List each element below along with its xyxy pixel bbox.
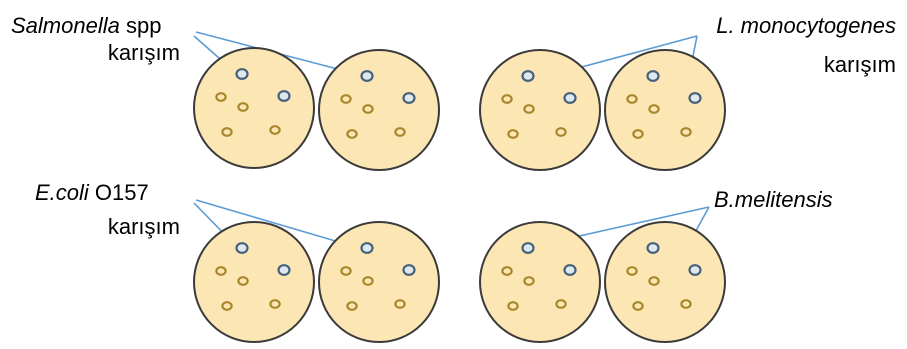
colony-yellow <box>269 299 281 309</box>
petri-dish-salmonella-2 <box>318 49 440 171</box>
colony-blue <box>402 92 416 104</box>
colony-yellow <box>507 129 519 139</box>
label-ecoli: E.coli O157 karışım <box>35 180 180 239</box>
colony-yellow <box>632 129 644 139</box>
petri-dish-plate <box>318 49 440 171</box>
colony-blue <box>688 264 702 276</box>
colony-yellow <box>626 94 638 104</box>
colony-blue <box>521 242 535 254</box>
colony-blue <box>235 68 249 80</box>
colony-blue <box>402 264 416 276</box>
colony-yellow <box>394 299 406 309</box>
colony-yellow <box>221 301 233 311</box>
colony-yellow <box>340 266 352 276</box>
petri-dish-plate <box>479 49 601 171</box>
colony-yellow <box>237 102 249 112</box>
label-listeria: L. monocytogenes karışım <box>716 13 896 77</box>
petri-dish-salmonella-1 <box>193 47 315 169</box>
label-ecoli-line1: E.coli O157 <box>35 180 149 205</box>
colony-yellow <box>362 104 374 114</box>
colony-yellow <box>555 299 567 309</box>
colony-yellow <box>340 94 352 104</box>
colony-yellow <box>680 299 692 309</box>
label-salmonella-line1: Salmonella spp <box>11 13 161 38</box>
colony-yellow <box>501 94 513 104</box>
petri-dish-brucella-2 <box>604 221 726 343</box>
colony-blue <box>277 90 291 102</box>
petri-dish-plate <box>604 221 726 343</box>
colony-yellow <box>626 266 638 276</box>
colony-yellow <box>394 127 406 137</box>
petri-dish-plate <box>193 47 315 169</box>
arrow-listeria-1 <box>561 35 698 75</box>
colony-yellow <box>215 92 227 102</box>
petri-dish-listeria-2 <box>604 49 726 171</box>
colony-blue <box>521 70 535 82</box>
colony-yellow <box>346 129 358 139</box>
colony-blue <box>360 242 374 254</box>
arrow-ecoli-2 <box>195 199 351 248</box>
petri-dish-brucella-1 <box>479 221 601 343</box>
label-listeria-line1: L. monocytogenes <box>716 13 896 38</box>
colony-yellow <box>648 104 660 114</box>
arrow-brucella-1 <box>555 206 710 245</box>
petri-dish-plate <box>318 221 440 343</box>
colony-blue <box>235 242 249 254</box>
colony-blue <box>688 92 702 104</box>
colony-yellow <box>523 104 535 114</box>
colony-yellow <box>221 127 233 137</box>
colony-yellow <box>680 127 692 137</box>
colony-yellow <box>501 266 513 276</box>
label-salmonella-line2: karışım <box>108 40 180 65</box>
label-brucella: B.melitensis <box>714 187 833 212</box>
petri-dish-plate <box>479 221 601 343</box>
colony-yellow <box>555 127 567 137</box>
colony-yellow <box>632 301 644 311</box>
colony-yellow <box>523 276 535 286</box>
label-brucella-line1: B.melitensis <box>714 187 833 212</box>
label-salmonella: Salmonella spp karışım <box>11 13 180 65</box>
colony-yellow <box>507 301 519 311</box>
colony-yellow <box>346 301 358 311</box>
petri-dish-plate <box>604 49 726 171</box>
petri-dish-listeria-1 <box>479 49 601 171</box>
colony-blue <box>277 264 291 276</box>
colony-blue <box>360 70 374 82</box>
petri-dish-ecoli-1 <box>193 221 315 343</box>
colony-yellow <box>237 276 249 286</box>
petri-dish-plate <box>193 221 315 343</box>
colony-yellow <box>269 125 281 135</box>
arrows <box>193 31 710 248</box>
colony-yellow <box>648 276 660 286</box>
colony-blue <box>646 242 660 254</box>
colony-blue <box>563 264 577 276</box>
dishes <box>193 47 726 343</box>
colony-yellow <box>362 276 374 286</box>
petri-dish-ecoli-2 <box>318 221 440 343</box>
label-ecoli-line2: karışım <box>108 214 180 239</box>
label-listeria-line2: karışım <box>824 52 896 77</box>
colony-yellow <box>215 266 227 276</box>
colony-blue <box>563 92 577 104</box>
colony-blue <box>646 70 660 82</box>
